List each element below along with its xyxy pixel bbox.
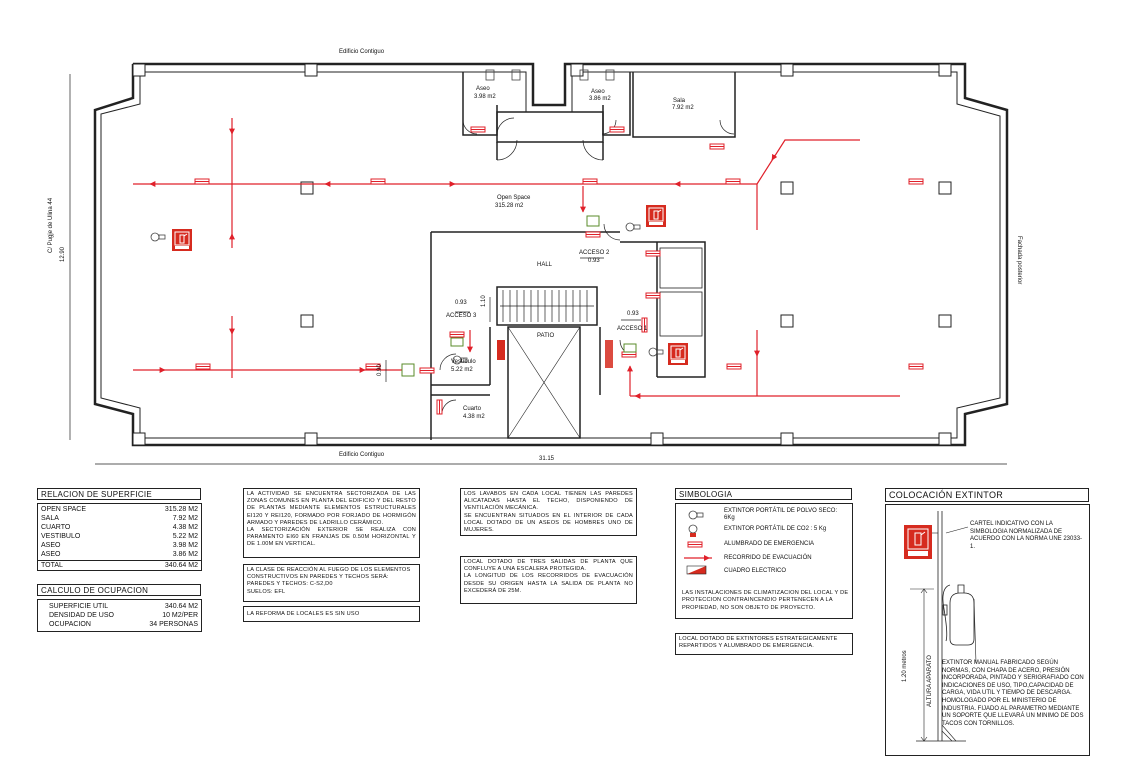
simbologia-note-2: LOCAL DOTADO DE EXTINTORES ESTRATEGICAME… xyxy=(675,633,853,655)
extinguisher-detail-drawing xyxy=(904,511,977,742)
door-swings xyxy=(439,117,735,415)
dim-090: 0.90 xyxy=(377,364,383,376)
left-street-label: C/ Pugje de Ulina 44 xyxy=(48,197,54,253)
aseo2-label: Aseo xyxy=(591,89,605,95)
right-facade-label: Fachada posterior xyxy=(1016,236,1022,285)
dim-093-a: 0.93 xyxy=(455,300,467,306)
extinguisher-sign-icon xyxy=(904,525,938,559)
legend-item-polvo: EXTINTOR PORTÁTIL DE POLVO SECO: 6Kg xyxy=(724,508,838,521)
evacuation-routes xyxy=(133,118,900,399)
patio-label: PATIO xyxy=(537,333,555,339)
emergency-light-icon xyxy=(687,541,703,548)
note-reforma: LA REFORMA DE LOCALES ES SIN USO xyxy=(243,606,420,622)
extinguisher-polvo-icon xyxy=(688,510,704,520)
stairs xyxy=(500,290,594,322)
vestibulo-label: Vestíbulo xyxy=(451,359,476,365)
simbologia-legend: EXTINTOR PORTÁTIL DE POLVO SECO: 6Kg EXT… xyxy=(675,503,853,590)
vestibulo-area: 5.22 m2 xyxy=(451,367,473,373)
colocacion-panel: CARTEL INDICATIVO CON LA SIMBOLOGIA NORM… xyxy=(885,504,1090,756)
perimeter-columns xyxy=(132,63,952,446)
legend-item-route: RECORRIDO DE EVACUACIÓN xyxy=(724,555,812,561)
acceso3-label: ACCESO 3 xyxy=(446,313,477,319)
ocupacion-title: CALCULO DE OCUPACION xyxy=(37,584,201,596)
exit-signs xyxy=(401,215,637,377)
altura-label: ALTURA APARATO xyxy=(927,655,933,707)
electrical-panel-icon xyxy=(686,565,707,575)
hall-label: HALL xyxy=(537,262,553,268)
dim-110: 1.10 xyxy=(481,295,487,307)
dim-093-b: 0.93 xyxy=(627,311,639,317)
simbologia-title: SIMBOLOGIA xyxy=(675,488,852,500)
bottom-neighbor-label: Edificio Contiguo xyxy=(339,452,385,458)
emergency-lights xyxy=(194,126,924,415)
extinguisher-icon xyxy=(942,584,975,646)
acceso2-label: ACCESO 2 xyxy=(579,250,610,256)
bottom-dimension-label: 31.15 xyxy=(539,456,555,462)
extinguishers xyxy=(150,222,664,365)
note-reaccion-fuego: LA CLASE DE REACCIÓN AL FUEGO DE LOS ELE… xyxy=(243,564,420,602)
legend-item-co2: EXTINTOR PORTÁTIL DE CO2 : 5 Kg xyxy=(724,526,827,532)
extinguisher-co2-icon xyxy=(688,524,698,537)
sanitary-fixtures xyxy=(485,69,615,81)
open-space-area: 315.28 m2 xyxy=(495,203,524,209)
cartel-description: CARTEL INDICATIVO CON LA SIMBOLOGIA NORM… xyxy=(970,521,1083,550)
simbologia-note-1: LAS INSTALACIONES DE CLIMATIZACION DEL L… xyxy=(675,588,853,619)
left-dimension-label: 12.90 xyxy=(60,246,66,262)
altura-dimension-label: 1.20 metros xyxy=(902,650,908,682)
superficie-title: RELACION DE SUPERFICIE xyxy=(37,488,201,500)
aseo1-label: Aseo xyxy=(476,86,490,92)
evacuation-route-icon xyxy=(684,555,712,561)
note-lavabos: LOS LAVABOS EN CADA LOCAL TIENEN LAS PAR… xyxy=(460,488,637,536)
cuarto-label: Cuarto xyxy=(463,406,482,412)
aseo2-area: 3.86 m2 xyxy=(589,96,611,102)
legend-symbols xyxy=(684,510,712,575)
top-neighbor-label: Edificio Contiguo xyxy=(339,49,385,55)
height-dimension xyxy=(910,588,934,742)
sala-area: 7.92 m2 xyxy=(672,105,694,111)
wall-section xyxy=(916,511,966,742)
extinguisher-signs xyxy=(171,204,689,368)
legend-item-panel: CUADRO ELECTRICO xyxy=(724,568,787,574)
note-sectorizacion: LA ACTIVIDAD SE ENCUENTRA SECTORIZADA DE… xyxy=(243,488,420,558)
note-salidas: LOCAL DOTADO DE TRES SALIDAS DE PLANTA Q… xyxy=(460,556,637,604)
acceso1-label: ACCESO 1 xyxy=(617,326,648,332)
open-space-label: Open Space xyxy=(497,195,531,201)
aseo1-area: 3.98 m2 xyxy=(474,94,496,100)
extinguisher-description: EXTINTOR MANUAL FABRICADO SEGÚN NORMAS, … xyxy=(942,660,1084,727)
sala-label: Sala xyxy=(673,98,686,104)
dimension-lines xyxy=(69,74,1007,465)
dim-093-c: 0.93 xyxy=(588,258,600,264)
legend-item-light: ALUMBRADO DE EMERGENCIA xyxy=(724,541,815,547)
colocacion-title: COLOCACIÓN EXTINTOR xyxy=(885,488,1089,502)
cuarto-area: 4.38 m2 xyxy=(463,414,485,420)
